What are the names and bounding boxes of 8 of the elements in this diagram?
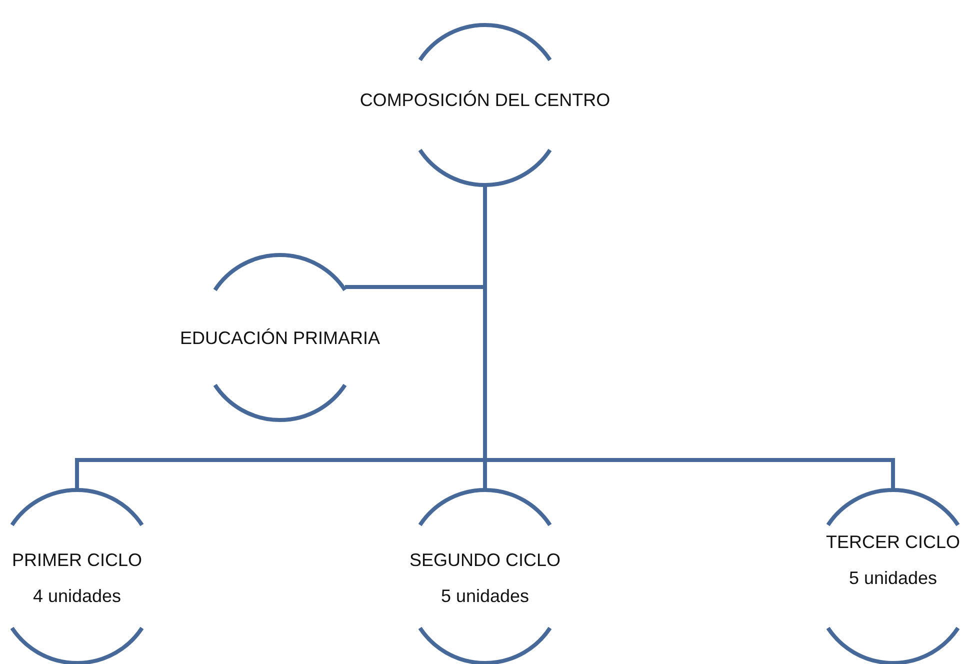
unit-count: 5 unidades bbox=[440, 585, 530, 607]
node-title: PRIMER CICLO bbox=[12, 549, 142, 571]
node-title: EDUCACIÓN PRIMARIA bbox=[180, 327, 380, 349]
node-title: SEGUNDO CICLO bbox=[409, 549, 561, 571]
node-title: COMPOSICIÓN DEL CENTRO bbox=[360, 89, 610, 111]
unit-count: 5 unidades bbox=[848, 567, 938, 589]
unit-count: 4 unidades bbox=[32, 585, 122, 607]
node-title: TERCER CICLO bbox=[826, 531, 960, 553]
